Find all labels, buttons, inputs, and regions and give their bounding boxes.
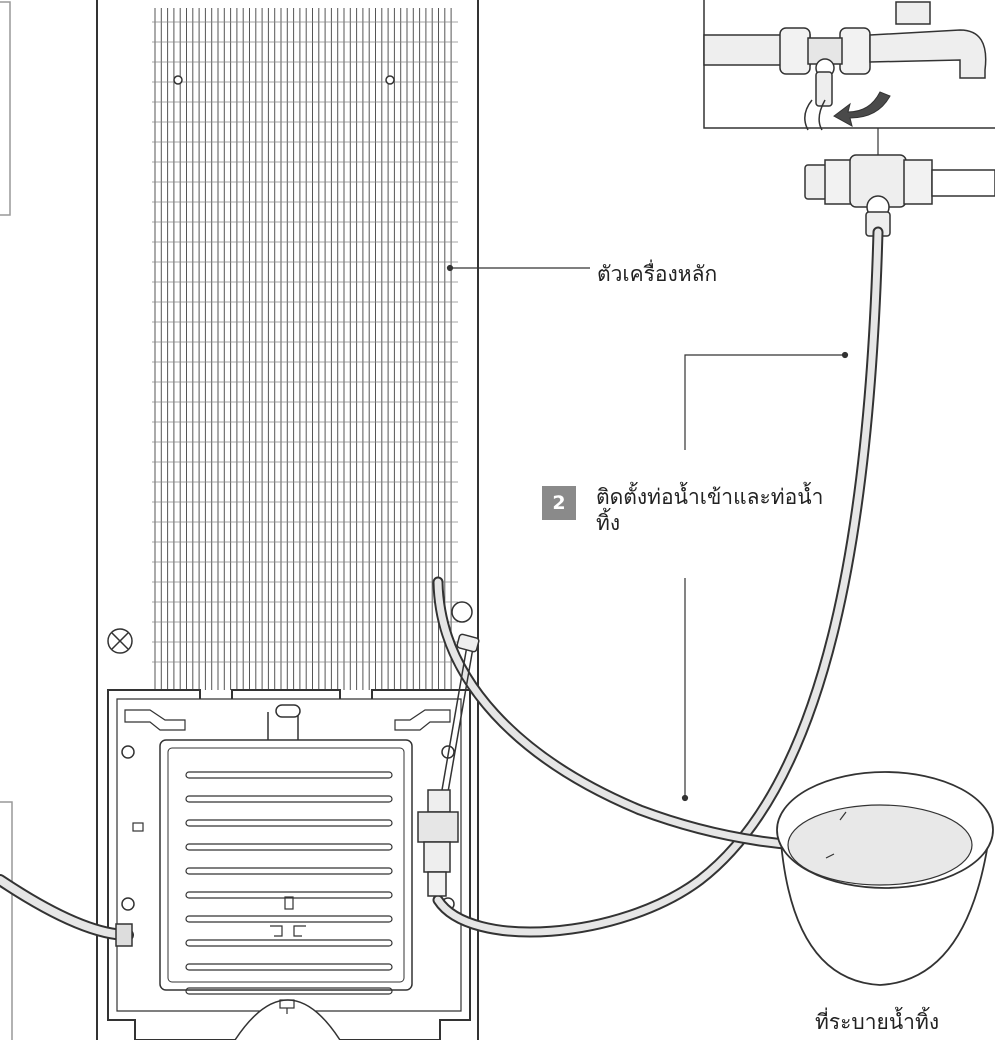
grille-mount-points (173, 75, 395, 85)
inline-filter (417, 789, 459, 897)
leader-lines (446, 264, 849, 802)
main-unit-body (96, 0, 479, 1040)
valve-detail-inset (703, 0, 995, 131)
screw-icon (107, 628, 133, 654)
turn-arrow-icon (833, 91, 891, 127)
main-unit-label: ตัวเครื่องหลัก (597, 262, 718, 286)
left-edge-frame (0, 1, 13, 1040)
side-outlet-hose (0, 874, 134, 947)
inlet-hose (432, 226, 884, 938)
tee-valve (804, 154, 995, 237)
step-number-badge: 2 (542, 486, 576, 520)
vent-slots (185, 771, 393, 995)
condenser-grille (152, 8, 458, 690)
step-instruction-label: ติดตั้งท่อน้ำเข้าและท่อน้ำทิ้ง (596, 485, 824, 535)
panel-markings (270, 896, 306, 1014)
drain-label: ที่ระบายน้ำทิ้ง (815, 1010, 940, 1034)
drain-basin (776, 771, 994, 986)
connector-tube (441, 601, 480, 793)
